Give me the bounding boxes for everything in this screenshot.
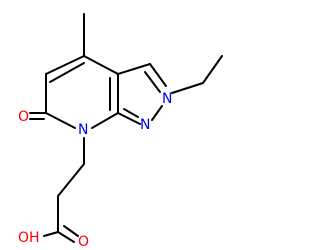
bond-n2-ch2: [171, 82, 204, 94]
bond-c3-c3-double: [49, 62, 85, 83]
atom-n7: N: [78, 122, 88, 138]
atom-n2: N: [162, 91, 172, 107]
bond-c4-c3: [45, 55, 85, 75]
bond-n1-c7a-double: [123, 108, 139, 118]
bond-cooh-o: [57, 231, 75, 243]
molecule-canvas: N N N O OH O: [18, 13, 223, 250]
bond-cooh-oh: [43, 231, 59, 237]
bond-ch2-ch2: [57, 163, 85, 197]
bond-cooh-o-double: [63, 225, 79, 237]
bond-c3a-c3: [117, 63, 151, 75]
bond-ch2-ch3: [202, 55, 223, 84]
atom-o-carbonyl: O: [78, 234, 89, 250]
atom-o-ketone: O: [18, 109, 29, 125]
structure-diagram: N N N O OH O: [18, 13, 223, 250]
bond-c3-n2-double: [149, 63, 167, 87]
bond-c6-n7: [45, 112, 76, 129]
atom-n1: N: [140, 117, 150, 133]
bond-n7-c7a: [91, 112, 119, 129]
bond-c4-c5: [83, 55, 119, 75]
bond-n1-c7a: [117, 112, 141, 125]
bond-c3-n2-inner: [144, 71, 161, 93]
atom-oh: OH: [18, 230, 40, 246]
bond-n2-n1: [151, 105, 163, 121]
